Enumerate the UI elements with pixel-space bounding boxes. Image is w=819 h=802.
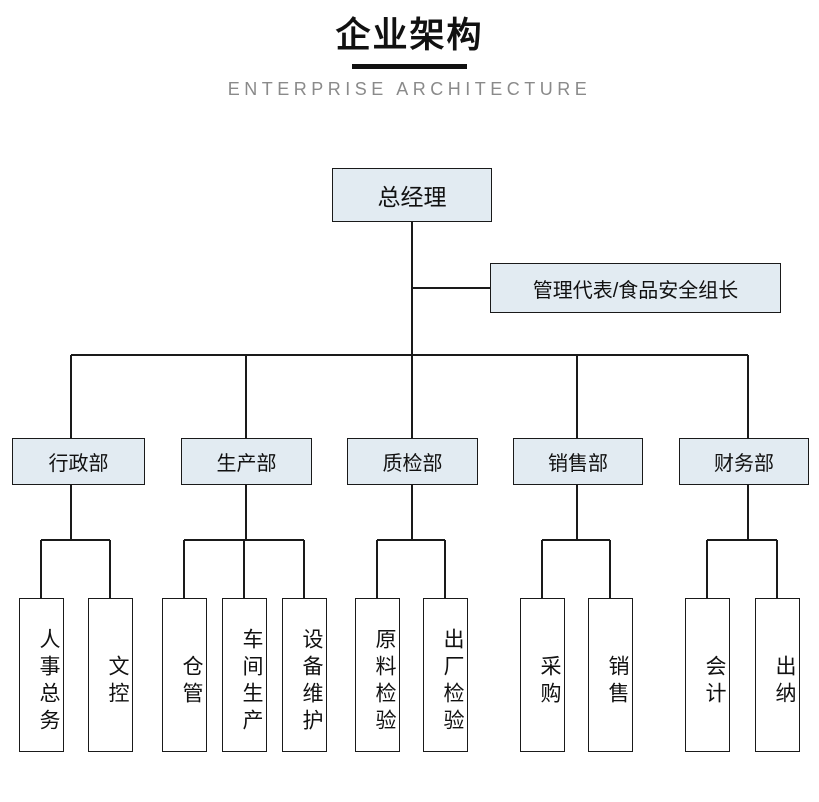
node-team-document-control[interactable]: 文控 [88, 598, 133, 752]
title-divider [352, 64, 467, 70]
node-team-warehouse[interactable]: 仓管 [162, 598, 207, 752]
node-department-administration[interactable]: 行政部 [12, 438, 145, 485]
node-team-hr-general-affairs[interactable]: 人事总务 [19, 598, 64, 752]
node-management-representative[interactable]: 管理代表/食品安全组长 [490, 263, 781, 313]
node-general-manager[interactable]: 总经理 [332, 168, 492, 222]
node-team-purchasing[interactable]: 采购 [520, 598, 565, 752]
node-team-raw-material-inspection[interactable]: 原料检验 [355, 598, 400, 752]
node-department-finance[interactable]: 财务部 [679, 438, 809, 485]
node-department-sales[interactable]: 销售部 [513, 438, 643, 485]
chart-header: 企业架构 ENTERPRISE ARCHITECTURE [0, 0, 819, 100]
node-team-workshop-production[interactable]: 车间生产 [222, 598, 267, 752]
node-team-accounting[interactable]: 会计 [685, 598, 730, 752]
node-team-equipment-maintenance[interactable]: 设备维护 [282, 598, 327, 752]
node-team-sales[interactable]: 销售 [588, 598, 633, 752]
page-subtitle: ENTERPRISE ARCHITECTURE [227, 79, 592, 100]
node-department-quality-inspection[interactable]: 质检部 [347, 438, 478, 485]
node-team-cashier[interactable]: 出纳 [755, 598, 800, 752]
node-department-production[interactable]: 生产部 [181, 438, 312, 485]
node-team-outgoing-inspection[interactable]: 出厂检验 [423, 598, 468, 752]
page-title: 企业架构 [335, 16, 484, 55]
